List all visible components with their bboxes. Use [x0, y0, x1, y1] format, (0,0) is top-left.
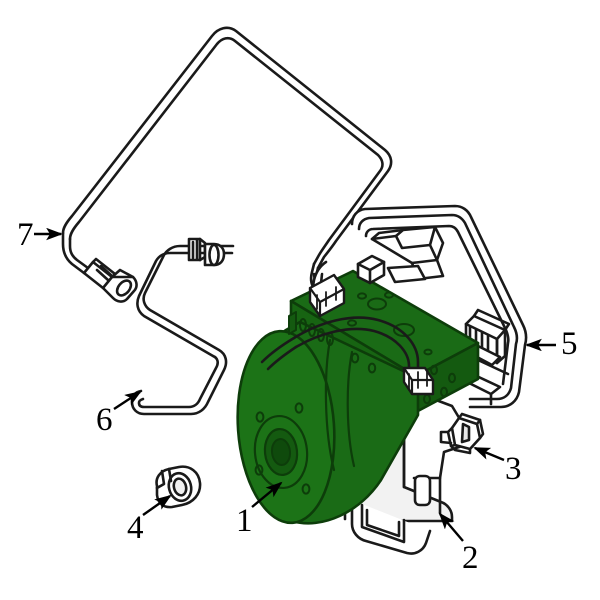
callout-label-1[interactable]: 1 — [236, 503, 253, 539]
callout-label-2[interactable]: 2 — [462, 540, 479, 576]
abs-pump-hydraulic-unit-part1 — [236, 269, 480, 525]
callout-label-3[interactable]: 3 — [505, 451, 522, 487]
callout-label-7[interactable]: 7 — [17, 217, 34, 253]
callout-label-4[interactable]: 4 — [127, 510, 144, 546]
tube-fitting-left-port — [308, 260, 346, 318]
callout-label-6[interactable]: 6 — [96, 402, 113, 438]
brake-tube-lower-part6 — [130, 237, 235, 416]
brake-tube-crossover — [260, 316, 435, 396]
callout-arrow-4 — [142, 494, 172, 516]
callout-arrow-1 — [251, 481, 283, 508]
ecu-tube-stubs — [356, 254, 386, 285]
callout-arrows — [34, 227, 556, 542]
bracket-bolt-part3 — [439, 412, 485, 455]
callout-label-5[interactable]: 5 — [561, 326, 578, 362]
brake-tube-fitting-6a — [187, 237, 226, 267]
callout-arrow-6 — [113, 390, 142, 411]
callout-arrow-2 — [438, 512, 464, 542]
brake-tube-fitting-7a — [82, 257, 138, 303]
brake-tube-upper-part7 — [61, 26, 393, 303]
callout-arrow-3 — [473, 446, 505, 462]
